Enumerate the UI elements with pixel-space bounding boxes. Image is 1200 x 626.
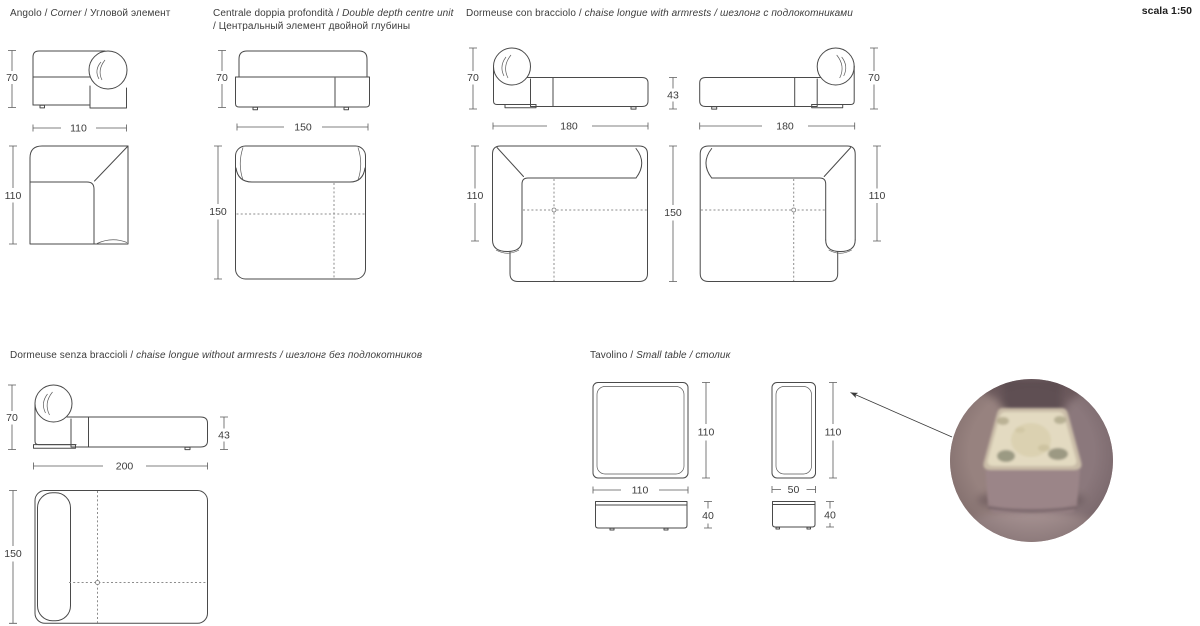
dim-angolo-depth: 110 xyxy=(5,190,22,202)
dim-dormeuse-left-height: 70 xyxy=(467,72,479,84)
title-angolo-en: Corner xyxy=(50,8,82,19)
angolo-plan-drawing: 110 xyxy=(5,145,129,245)
title-centrale-ru: / Центральный элемент двойной глубины xyxy=(213,21,411,32)
dim-tavolino-square-depth: 110 xyxy=(698,427,715,439)
tavolino-rect-drawing: 110 50 40 xyxy=(771,382,842,530)
title-tavolino-en: Small table / столик xyxy=(636,350,731,361)
centrale-plan-drawing: 150 xyxy=(209,145,366,280)
photo-inset xyxy=(950,379,1113,542)
dormeuse-shared-dims: 43 150 xyxy=(664,77,682,282)
dim-centrale-depth: 150 xyxy=(209,206,227,218)
title-dormeuse-en: chaise longue with armrests / шезлонг с … xyxy=(584,8,853,19)
dim-tavolino-rect-depth: 110 xyxy=(825,427,842,439)
tavolino-square-drawing: 110 110 40 xyxy=(592,382,715,531)
dim-centrale-height: 70 xyxy=(216,72,228,84)
dim-dormeuse-nb-depth: 150 xyxy=(4,548,22,560)
dim-tavolino-square-height: 40 xyxy=(702,510,714,522)
dim-tavolino-rect-width: 50 xyxy=(788,484,800,496)
title-dormeuse-it: Dormeuse con bracciolo / xyxy=(466,8,585,19)
section-title-centrale: Centrale doppia profondità / Double dept… xyxy=(213,7,455,33)
centrale-elevation-drawing: 70 150 xyxy=(216,50,370,134)
dormeuse-nb-plan-drawing: 150 xyxy=(4,490,208,624)
photo-pointer-arrow xyxy=(850,392,953,438)
section-title-tavolino: Tavolino / Small table / столик xyxy=(590,349,840,362)
title-tavolino-it: Tavolino / xyxy=(590,350,637,361)
dim-angolo-height: 70 xyxy=(6,72,18,84)
dim-dormeuse-left-width: 180 xyxy=(560,121,578,133)
dim-tavolino-square-width: 110 xyxy=(632,485,649,497)
title-angolo-it: Angolo / xyxy=(10,8,51,19)
dim-dormeuse-right-height: 70 xyxy=(868,72,880,84)
dormeuse-left-drawing: 70 180 110 xyxy=(467,47,649,282)
dim-dormeuse-right-armrest-depth: 110 xyxy=(869,190,886,202)
angolo-elevation-drawing: 70 110 xyxy=(6,50,128,135)
title-angolo-ru: / Угловой элемент xyxy=(81,8,171,19)
dim-dormeuse-nb-width: 200 xyxy=(116,461,134,473)
section-title-dormeuse-nb: Dormeuse senza braccioli / chaise longue… xyxy=(10,349,480,362)
dim-dormeuse-nb-seat-height: 43 xyxy=(218,430,230,442)
section-title-angolo: Angolo / Corner / Угловой элемент xyxy=(10,7,210,20)
section-title-dormeuse: Dormeuse con bracciolo / chaise longue w… xyxy=(466,7,956,20)
title-centrale-it: Centrale doppia profondità / xyxy=(213,8,343,19)
dim-dormeuse-seat-height: 43 xyxy=(667,90,679,102)
title-dormeuse-nb-en: chaise longue without armrests / шезлонг… xyxy=(136,350,423,361)
dormeuse-nb-elevation-drawing: 70 43 200 xyxy=(6,384,230,473)
title-centrale-en: Double depth centre unit xyxy=(342,8,454,19)
dim-dormeuse-depth: 150 xyxy=(664,207,682,219)
dim-angolo-width: 110 xyxy=(70,123,87,135)
dim-dormeuse-right-width: 180 xyxy=(776,121,794,133)
title-dormeuse-nb-it: Dormeuse senza braccioli / xyxy=(10,350,137,361)
dim-dormeuse-nb-height: 70 xyxy=(6,412,18,424)
scale-label: scala 1:50 xyxy=(1141,5,1192,17)
dormeuse-right-drawing: 70 180 110 xyxy=(699,47,886,282)
dim-centrale-width: 150 xyxy=(294,122,312,134)
dim-dormeuse-left-armrest-depth: 110 xyxy=(467,190,484,202)
dim-tavolino-rect-height: 40 xyxy=(824,510,836,522)
